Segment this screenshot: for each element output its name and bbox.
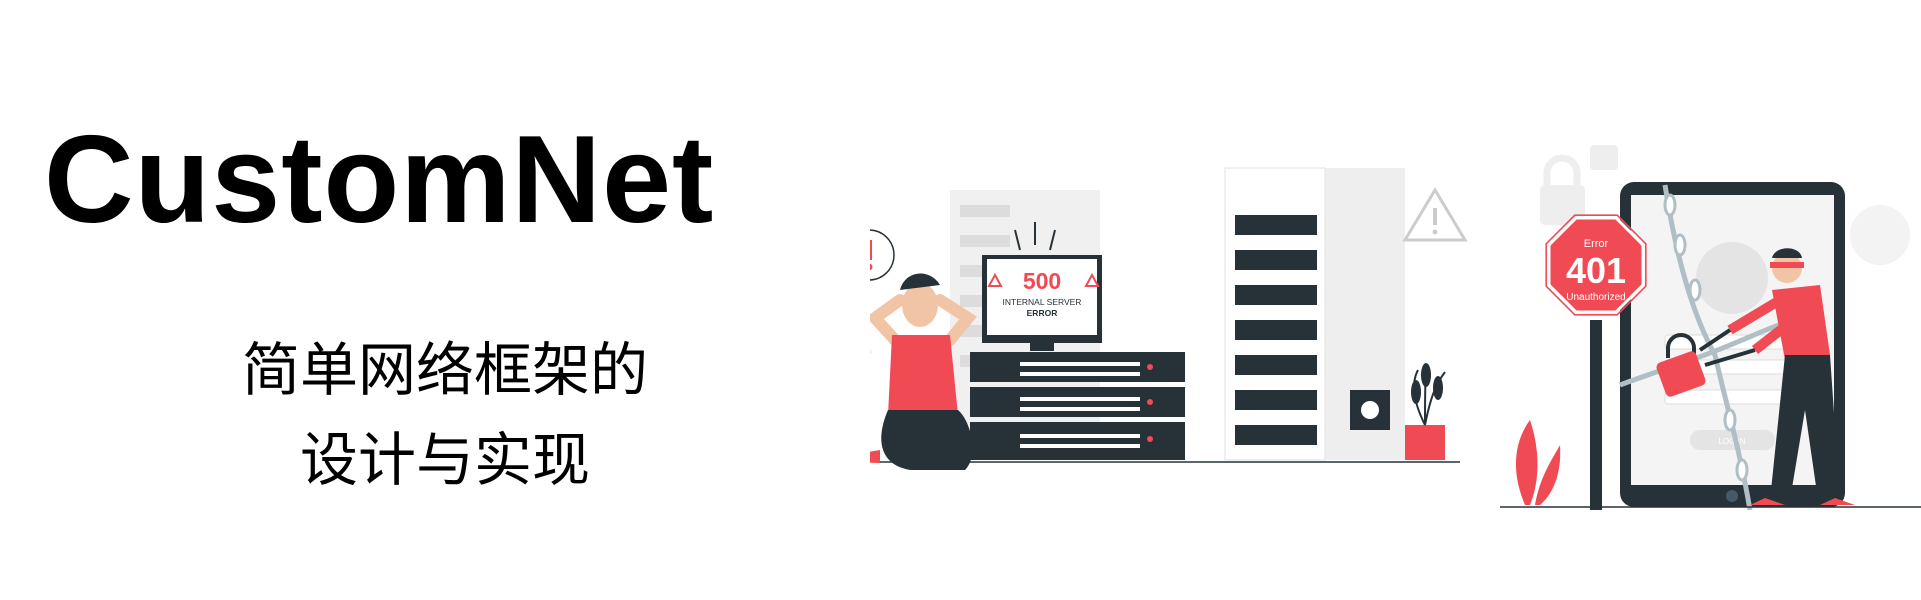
unauthorized-illustration: LOG IN Error 401 Unauthorized — [1500, 145, 1921, 511]
red-plant — [1515, 420, 1561, 505]
error-word: Error — [1584, 238, 1609, 250]
banner-title: CustomNet — [44, 111, 715, 249]
alert-bubble-icon — [870, 229, 895, 281]
thief-person — [1698, 248, 1855, 505]
error-line-1: INTERNAL SERVER — [1003, 297, 1082, 307]
server-stack — [970, 352, 1185, 460]
chain-links — [1663, 193, 1749, 482]
error-401-sign: Error 401 Unauthorized — [1545, 214, 1647, 510]
plant-pot — [1405, 363, 1446, 460]
background-lock-icons — [1540, 145, 1618, 225]
error-code-401: 401 — [1566, 250, 1626, 291]
banner-subtitle: 简单网络框架的 设计与实现 — [150, 325, 740, 505]
error-line-2: ERROR — [1027, 308, 1058, 318]
error-monitor: 500 INTERNAL SERVER ERROR — [982, 222, 1102, 351]
subtitle-line-1: 简单网络框架的 — [241, 336, 648, 404]
server-error-illustration: 500 INTERNAL SERVER ERROR — [870, 167, 1468, 470]
login-button-label: LOG IN — [1718, 437, 1745, 446]
error-code-500: 500 — [1023, 268, 1061, 294]
stressed-person — [870, 273, 977, 470]
warning-triangle-icon — [1402, 187, 1468, 242]
error-label-unauthorized: Unauthorized — [1566, 292, 1625, 303]
subtitle-line-2: 设计与实现 — [299, 426, 590, 494]
background-hand-icon — [1850, 205, 1910, 265]
padlock-icon — [1656, 333, 1706, 397]
server-rack-right — [1224, 167, 1405, 461]
